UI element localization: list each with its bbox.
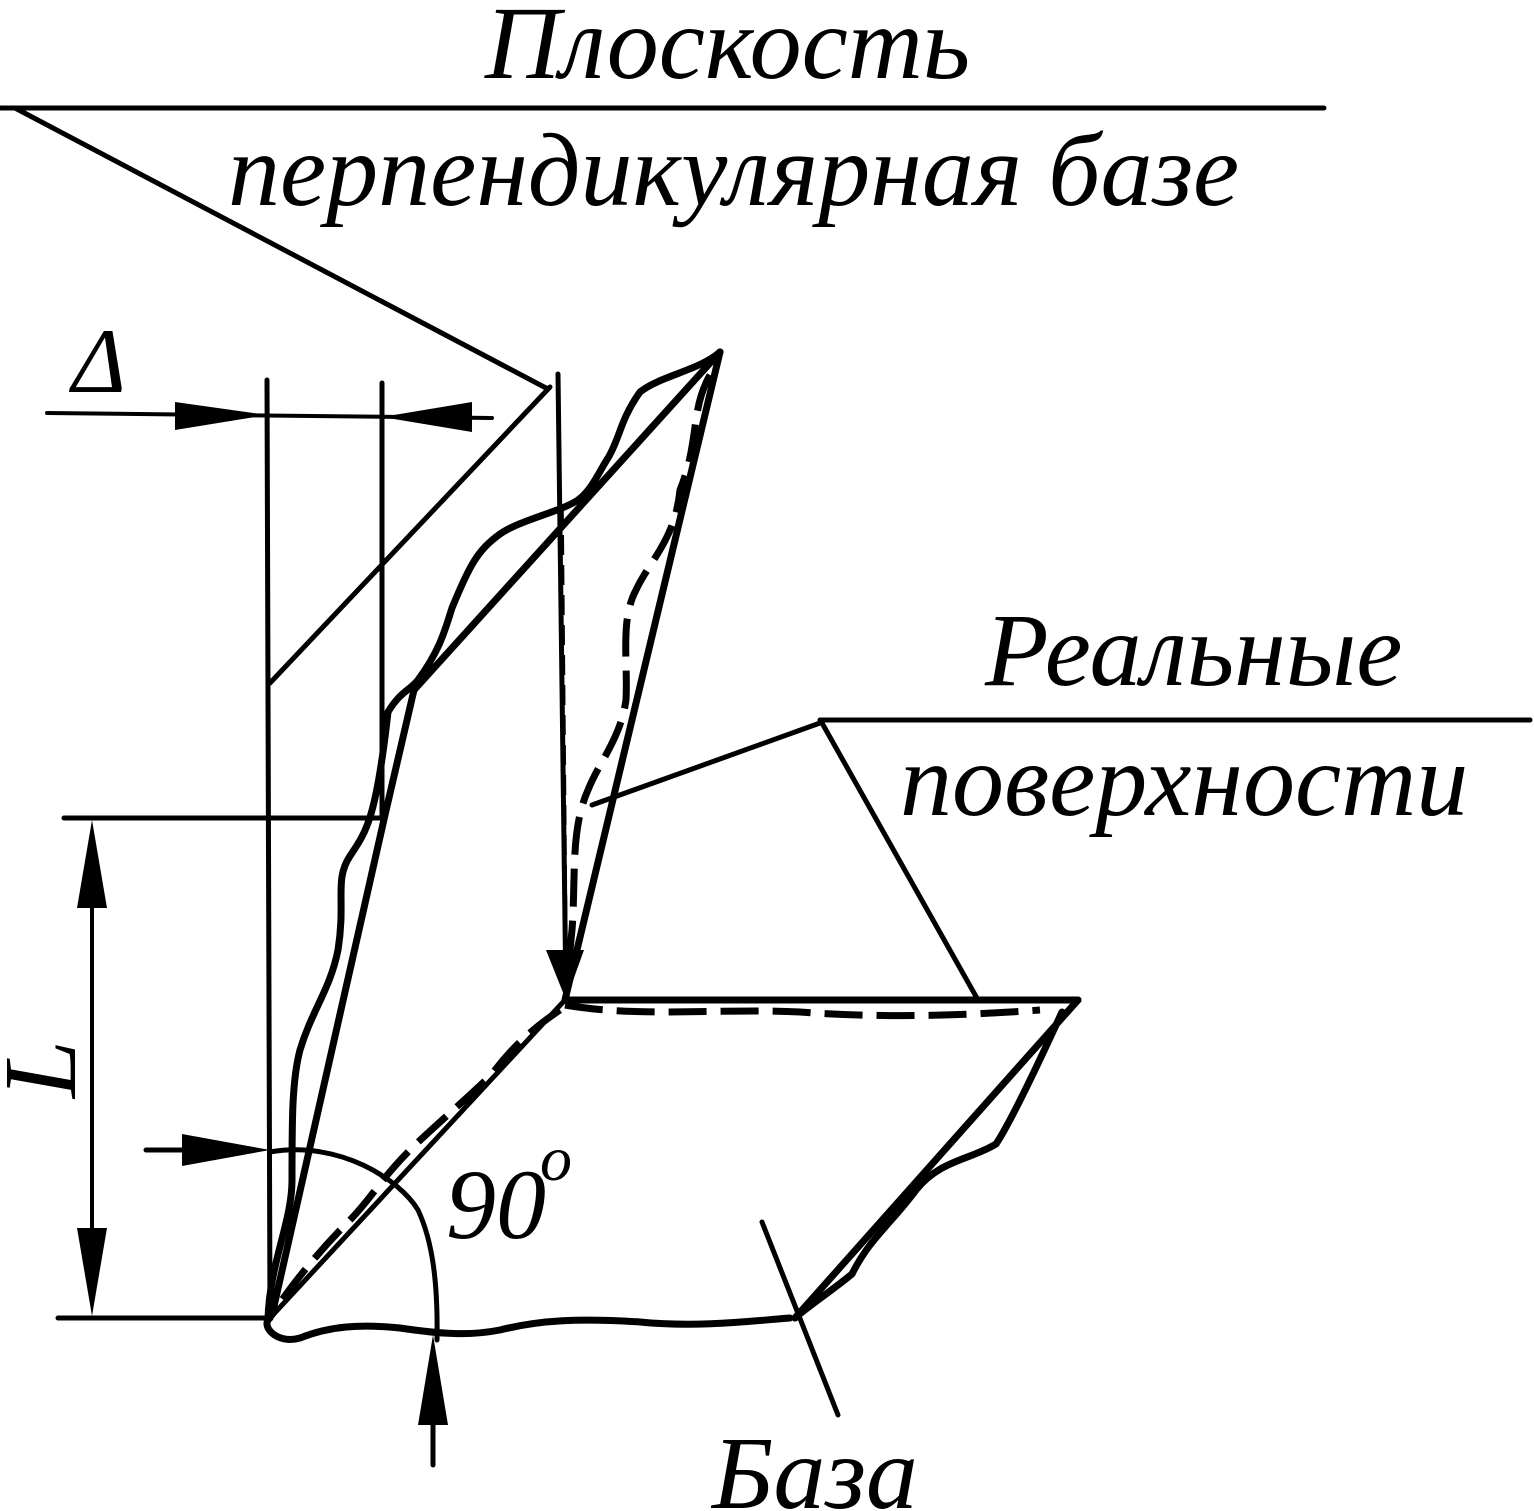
delta-arrow-right [175, 402, 267, 430]
delta-dimension [45, 402, 494, 432]
angle-arrow-right [182, 1134, 270, 1166]
base-label-leader [759, 1219, 841, 1418]
plane-label-leader [0, 105, 1327, 391]
tolerance-zone-lines [264, 377, 385, 1321]
angle-arrow-up [418, 1335, 448, 1425]
base-label: База [710, 1416, 918, 1511]
length-dimension [55, 815, 385, 1321]
angle-label: 90 [446, 1149, 546, 1260]
surfaces-label-line2: поверхности [900, 723, 1468, 838]
length-arrow-up [77, 820, 107, 908]
right-angle-indicator [143, 1134, 448, 1468]
delta-arrow-left [382, 402, 472, 432]
surfaces-label-line1: Реальные [984, 593, 1402, 708]
plane-label-line1: Плоскость [484, 0, 970, 101]
base-surface [263, 996, 1082, 1343]
surfaces-label-leader [589, 717, 1533, 1003]
length-label: L [0, 1040, 98, 1100]
vertical-surface-arrow [546, 950, 584, 1000]
length-arrow-down [77, 1228, 107, 1316]
plane-label-line2: перпендикулярная базе [228, 113, 1239, 228]
angle-degree-mark: o [540, 1123, 572, 1194]
delta-label: Δ [68, 310, 126, 412]
